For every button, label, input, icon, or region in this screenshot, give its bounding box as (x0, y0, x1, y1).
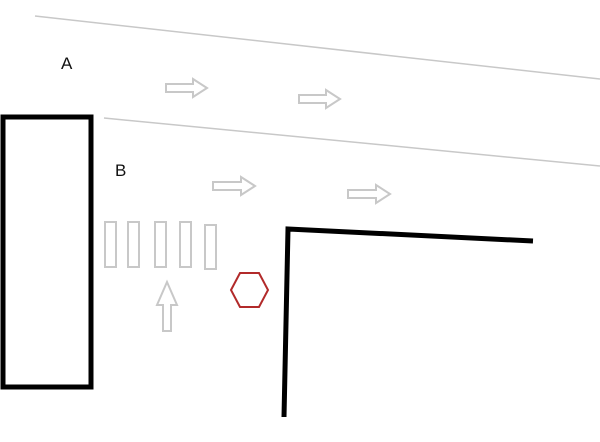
label-b: B (115, 161, 127, 180)
road-divider (103, 117, 600, 167)
label-a: A (61, 54, 73, 73)
arrow-right-icon (298, 88, 342, 110)
crosswalk-stripe (104, 221, 117, 268)
crosswalk-stripe (204, 224, 217, 270)
arrow-right-icon (212, 175, 257, 197)
arrow-right-icon (165, 77, 209, 99)
road-edge-top (34, 15, 600, 80)
crosswalk-stripe (154, 221, 167, 268)
crosswalk-stripe (127, 221, 140, 268)
wall-corner (281, 226, 534, 418)
arrow-right-icon (347, 183, 392, 205)
arrow-up-icon (155, 279, 179, 332)
building-block (0, 114, 94, 390)
hexagon-icon (229, 272, 270, 308)
crosswalk-stripe (179, 221, 192, 268)
